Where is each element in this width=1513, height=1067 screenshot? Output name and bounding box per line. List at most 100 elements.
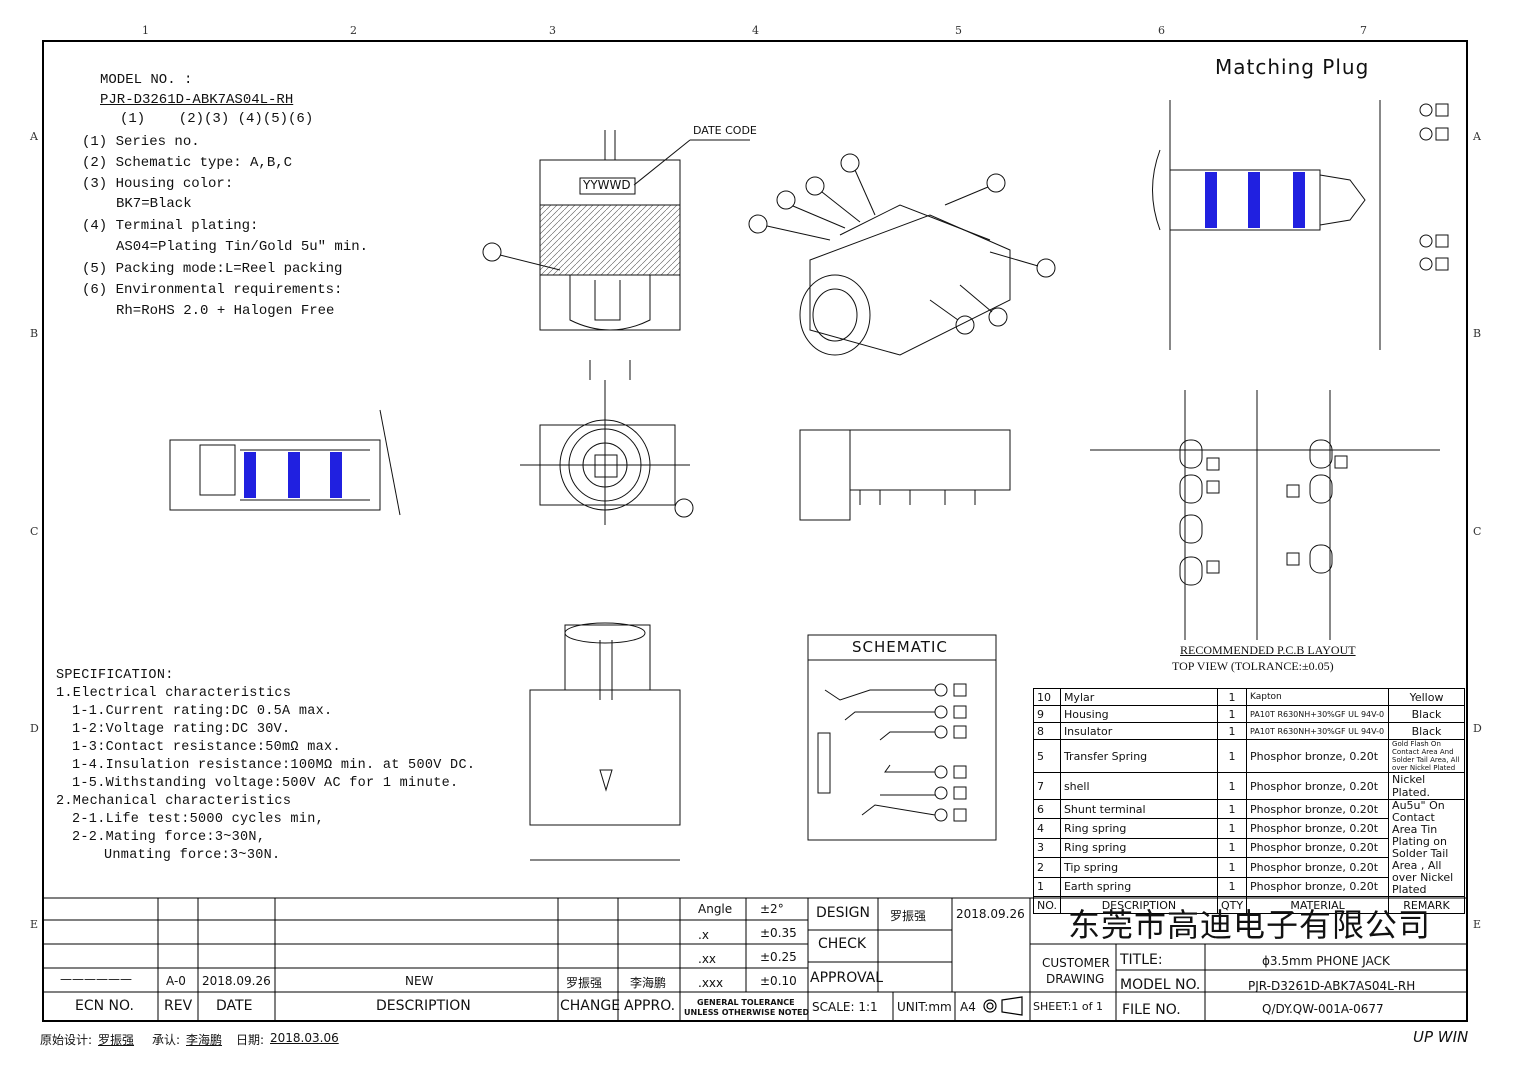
bom-material: Phosphor bronze, 0.20t [1246,772,1390,800]
bom-remark: Yellow [1388,688,1465,706]
schematic-title: SCHEMATIC [852,638,948,656]
pcb-caption: RECOMMENDED P.C.B LAYOUT [1180,643,1356,657]
rev-appro: 李海鹏 [630,976,667,990]
ruler-mark: 2 [350,24,357,37]
spec-line: 1.Electrical characteristics [56,686,292,701]
drawing-frame [42,40,1468,1022]
ruler-mark: 3 [549,24,556,37]
ruler-mark: A [30,130,38,143]
label-appro: APPRO. [624,998,676,1014]
model-item: AS04=Plating Tin/Gold 5u" min. [116,239,369,255]
ruler-mark: E [30,918,39,931]
bom-desc: Earth spring [1059,876,1218,898]
ruler-mark: E [1473,918,1482,931]
spec-line: 1-1.Current rating:DC 0.5A max. [72,704,333,719]
tol-val: ±2° [760,902,784,916]
projection-symbol-icon [983,996,1023,1016]
check-label: CHECK [818,936,867,952]
bom-remark: Gold Flash On Contact Area And Solder Ta… [1388,739,1465,773]
rev-desc: NEW [405,974,434,988]
design-name: 罗振强 [890,909,927,923]
bom-qty: 1 [1216,876,1248,898]
ruler-mark: D [30,722,39,735]
ruler-mark: 6 [1158,24,1165,37]
spec-line: 2-2.Mating force:3~30N, [72,830,266,845]
front-face-view [520,360,694,525]
bom-qty: 1 [1216,772,1248,800]
bom-desc: Insulator [1059,722,1218,740]
ruler-mark: 7 [1360,24,1367,37]
footer-approve: 承认: [152,1033,181,1047]
pcb-subcaption: TOP VIEW (TOLRANCE:±0.05) [1172,659,1334,673]
footer-original: 原始设计: [40,1033,93,1047]
approval-label: APPROVAL [810,970,884,986]
ruler-mark: 1 [142,24,149,37]
bom-header-cell: MATERIAL [1246,896,1390,914]
model-item: (6) Environmental requirements: [82,282,343,298]
bom-qty: 1 [1216,818,1248,839]
ruler-mark: D [1473,722,1482,735]
schematic-box [807,634,997,841]
bom-header-cell: QTY [1216,896,1248,914]
model-item: (3) Housing color: [82,176,234,192]
tol-key: .xxx [698,976,724,990]
spec-line: 1-5.Withstanding voltage:500V AC for 1 m… [72,776,459,791]
bom-header-cell: REMARK [1388,896,1465,914]
tol-key: Angle [698,902,733,916]
ruler-mark: C [30,525,39,538]
label-description: DESCRIPTION [376,998,471,1014]
matching-plug-title: Matching Plug [1215,55,1370,79]
title-value: ϕ3.5mm PHONE JACK [1262,954,1390,968]
tol-val: ±0.35 [760,926,797,940]
rev-date: 2018.09.26 [202,974,271,988]
footer-date-label: 日期: [236,1033,265,1047]
yywwd-label: YYWWD [583,178,631,192]
rev-ecn: —————— [60,972,132,986]
model-label: MODEL NO. [1120,977,1201,993]
date-code-label: DATE CODE [693,124,757,137]
spec-line: Unmating force:3~30N. [104,848,281,863]
bom-qty: 1 [1216,705,1248,723]
tol-val: ±0.10 [760,974,797,988]
sheet: SHEET:1 of 1 [1033,1000,1103,1013]
bom-material: Phosphor bronze, 0.20t [1246,857,1390,878]
footer-date: 2018.03.06 [270,1031,339,1045]
bom-qty: 1 [1216,739,1248,773]
label-date: DATE [216,998,253,1014]
bom-qty: 1 [1216,857,1248,878]
model-item: Rh=RoHS 2.0 + Halogen Free [116,303,335,319]
label-rev: REV [164,998,193,1014]
model-value: PJR-D3261D-ABK7AS04L-RH [1248,979,1416,993]
scale: SCALE: 1:1 [812,1000,878,1014]
ruler-mark: 4 [752,24,759,37]
ruler-mark: C [1473,525,1482,538]
company-name: 东莞市高迪电子有限公司 [1068,906,1432,944]
bom-no: 1 [1033,876,1061,898]
customer-label: CUSTOMER [1042,956,1110,970]
tol-val: ±0.25 [760,950,797,964]
label-change: CHANGE [560,998,621,1014]
ruler-mark: A [1473,130,1481,143]
model-item: (1) Series no. [82,134,200,150]
model-item: (2) Schematic type: A,B,C [82,155,293,171]
unit: UNIT:mm [897,1000,952,1014]
matching-plug [1152,100,1449,350]
iso-view [748,153,1056,356]
bom-material: Phosphor bronze, 0.20t [1246,876,1390,898]
file-label: FILE NO. [1122,1002,1181,1018]
model-item: BK7=Black [116,196,192,212]
tol-key: .xx [698,952,717,966]
side-profile-view [799,429,1011,521]
tol-key: .x [698,928,709,942]
design-date: 2018.09.26 [956,907,1025,921]
title-label: TITLE: [1120,952,1163,968]
spec-line: 1-2:Voltage rating:DC 30V. [72,722,291,737]
spec-line: 1-3:Contact resistance:50mΩ max. [72,740,341,755]
file-value: Q/DY.QW-001A-0677 [1262,1002,1384,1016]
footer-original-name: 罗振强 [98,1033,135,1047]
